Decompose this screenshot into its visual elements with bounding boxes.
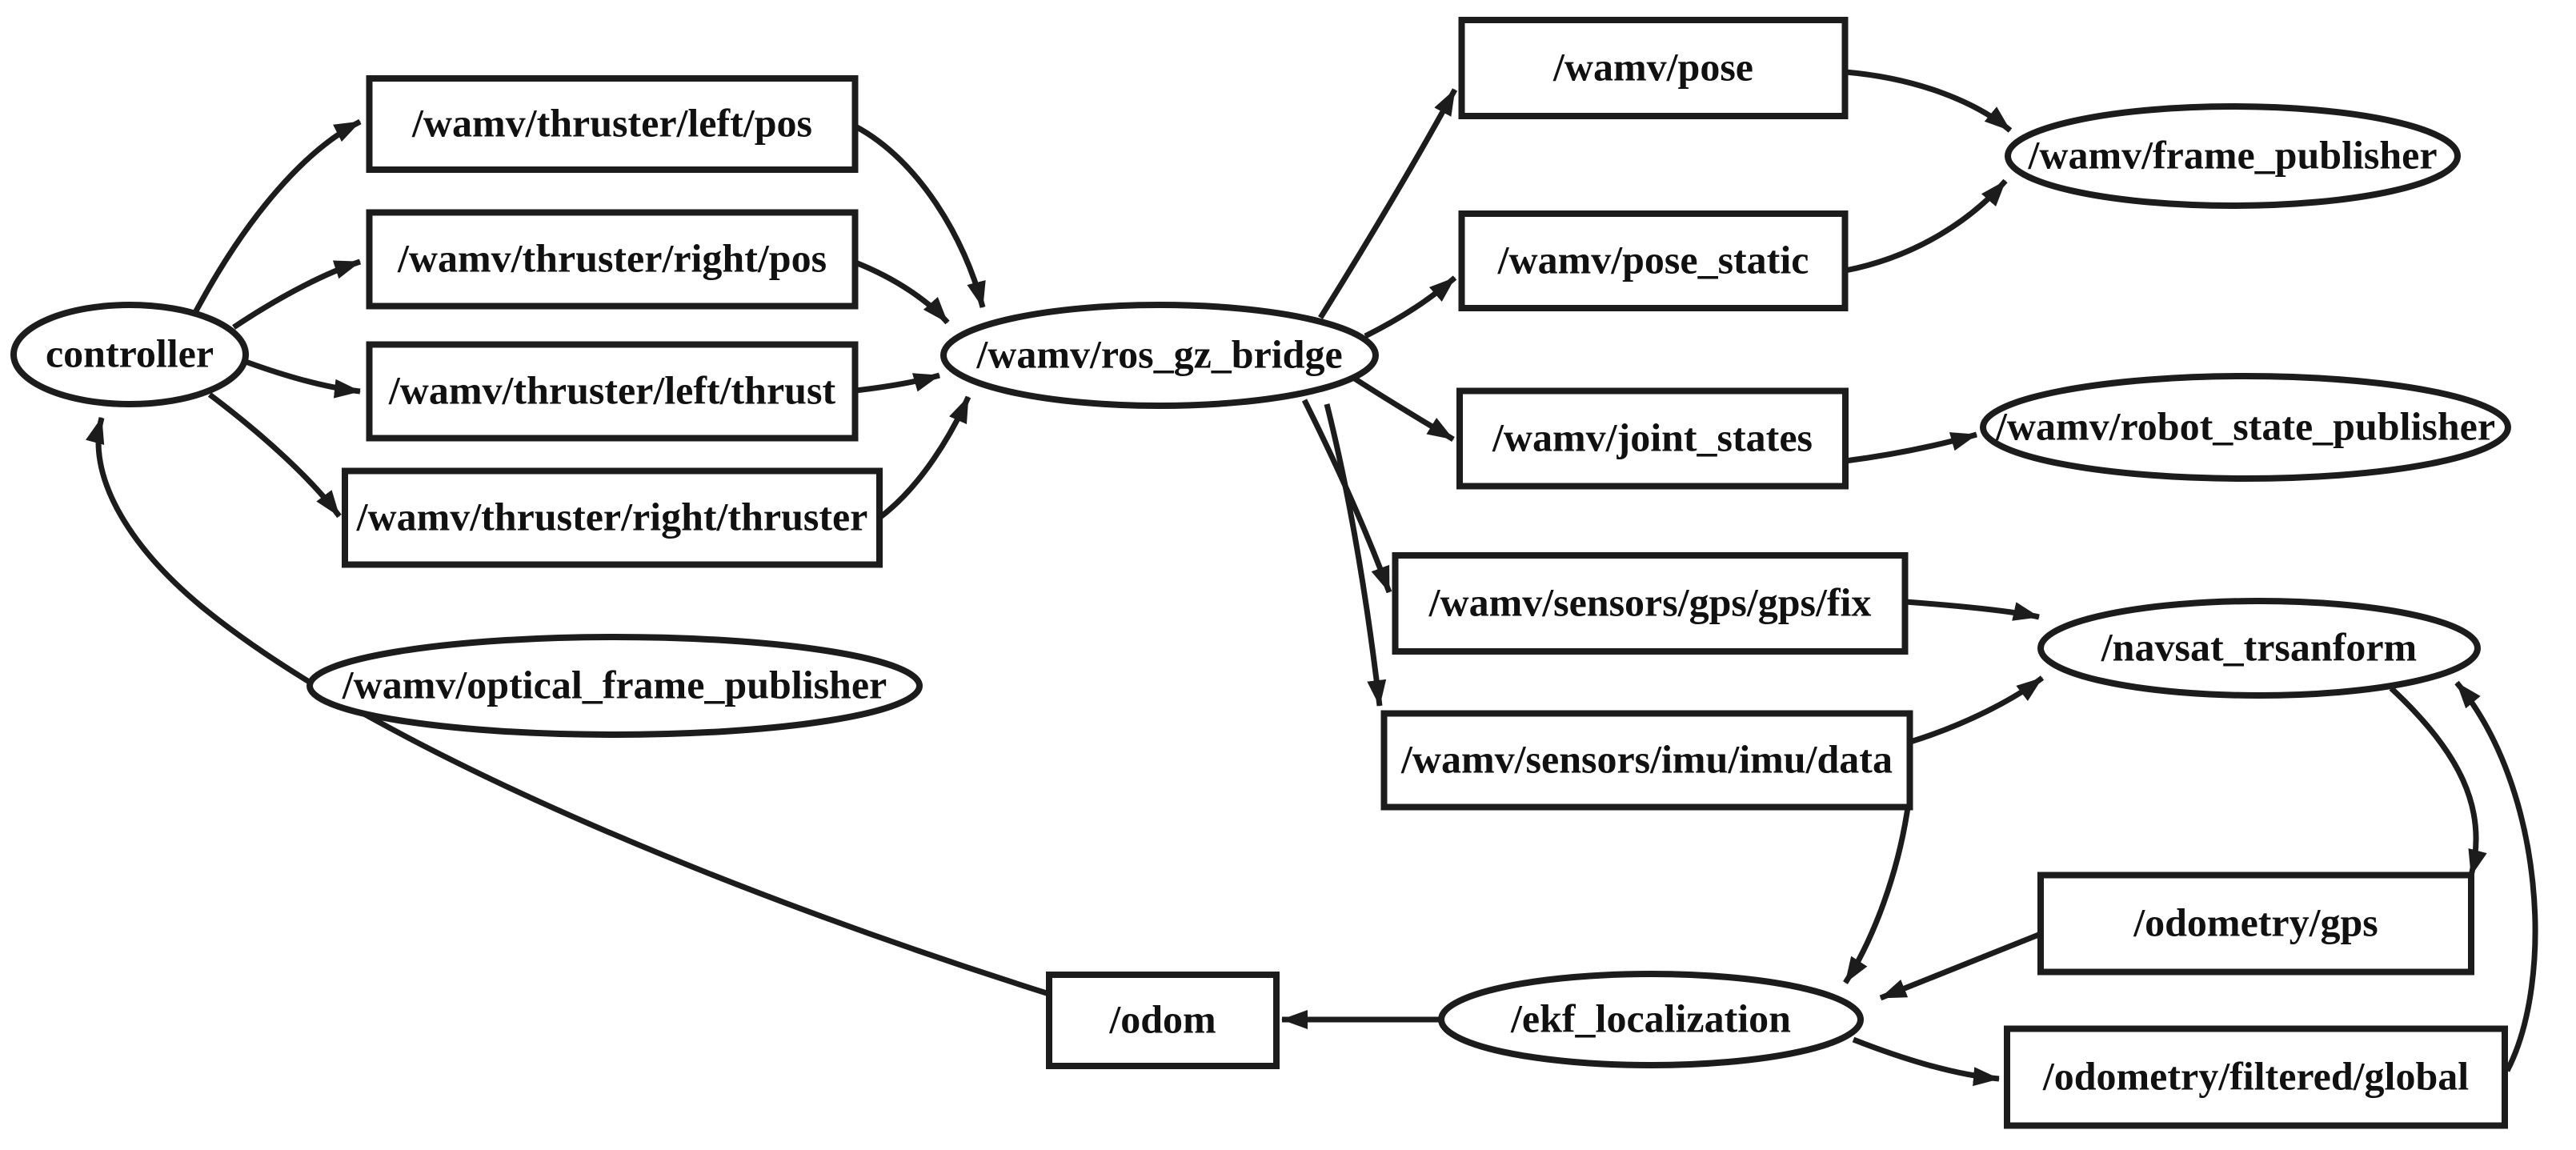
topic-box [366,341,859,442]
node-controller: controller [10,302,249,407]
node-ros-gz-bridge: /wamv/ros_gz_bridge [940,302,1379,409]
ros-node-ellipse [306,634,923,738]
topic-box [2037,872,2474,976]
node-label-odom: /odom [1108,996,1216,1041]
ros-node-ellipse [2037,598,2481,699]
node-thruster-left-thrust: /wamv/thruster/left/thrust [366,341,859,442]
node-optical-frame-publisher: /wamv/optical_frame_publisher [306,634,923,738]
node-label-thruster-right-pos: /wamv/thruster/right/pos [397,235,827,280]
ros-node-ellipse [1438,971,1864,1068]
nodes-layer: controller/wamv/thruster/left/pos/wamv/t… [10,17,2511,1129]
edge-ros-gz-bridge-to-sensors-gps-fix [1301,399,1392,594]
node-label-robot-state-publisher: /wamv/robot_state_publisher [1995,403,2495,448]
edge-navsat-trsanform-to-odometry-gps [2389,686,2487,876]
node-navsat-trsanform: /navsat_trsanform [2037,598,2481,699]
node-label-ekf-localization: /ekf_localization [1510,996,1791,1040]
node-label-sensors-gps-fix: /wamv/sensors/gps/gps/fix [1428,579,1872,624]
node-label-controller: controller [46,331,214,375]
edge-thruster-right-thruster-to-ros-gz-bridge [877,395,972,520]
node-label-thruster-left-thrust: /wamv/thruster/left/thrust [388,367,836,412]
ros-node-ellipse [2005,103,2461,209]
edge-sensors-gps-fix-to-navsat-trsanform [1905,599,2040,621]
node-thruster-right-thruster: /wamv/thruster/right/thruster [342,467,883,568]
node-label-thruster-right-thruster: /wamv/thruster/right/thruster [356,494,868,539]
edge-odometry-gps-to-ekf-localization [1879,931,2042,1001]
node-robot-state-publisher: /wamv/robot_state_publisher [1980,373,2511,482]
node-thruster-left-pos: /wamv/thruster/left/pos [366,75,859,173]
topic-box [342,467,883,568]
node-odometry-gps: /odometry/gps [2037,872,2474,976]
edge-controller-to-thruster-left-thrust [244,359,361,399]
edge-controller-to-thruster-right-thruster [207,392,342,519]
edge-joint-states-to-robot-state-publisher [1845,431,1977,464]
edge-ros-gz-bridge-to-joint-states [1349,374,1455,442]
edge-pose-to-frame-publisher [1845,69,2013,133]
node-sensors-gps-fix: /wamv/sensors/gps/gps/fix [1392,552,1909,655]
ros-node-ellipse [1980,373,2511,482]
edge-thruster-left-pos-to-ros-gz-bridge [854,123,986,308]
topic-box [366,209,859,310]
edge-odometry-filtered-global-to-navsat-trsanform [2454,680,2538,1072]
node-odometry-filtered-global: /odometry/filtered/global [2004,1025,2508,1129]
ros-node-ellipse [940,302,1379,409]
edge-controller-to-thruster-right-pos [232,258,362,330]
node-label-thruster-left-pos: /wamv/thruster/left/pos [411,100,812,145]
topic-box [366,75,859,173]
topic-box [1456,387,1849,490]
topic-box [1458,210,1849,311]
node-label-sensors-imu-data: /wamv/sensors/imu/imu/data [1400,736,1893,781]
node-joint-states: /wamv/joint_states [1456,387,1849,490]
edge-thruster-left-thrust-to-ros-gz-bridge [855,372,940,394]
node-label-pose: /wamv/pose [1552,44,1753,89]
edge-ekf-localization-to-odometry-filtered-global [1852,1036,2000,1087]
node-odom: /odom [1046,972,1280,1069]
edge-sensors-imu-data-to-navsat-trsanform [1909,675,2045,745]
node-pose: /wamv/pose [1458,17,1849,119]
edge-pose-static-to-frame-publisher [1845,178,2008,274]
edge-controller-to-thruster-left-pos [189,118,362,320]
topic-box [1458,17,1849,119]
edge-ros-gz-bridge-to-sensors-imu-data [1324,403,1387,707]
node-label-joint-states: /wamv/joint_states [1492,415,1813,459]
node-sensors-imu-data: /wamv/sensors/imu/imu/data [1380,710,1913,811]
topic-box [1392,552,1909,655]
node-label-optical-frame-publisher: /wamv/optical_frame_publisher [342,662,887,707]
node-label-odometry-gps: /odometry/gps [2133,900,2378,944]
node-label-ros-gz-bridge: /wamv/ros_gz_bridge [976,331,1342,376]
edge-thruster-right-pos-to-ros-gz-bridge [854,259,950,325]
edge-sensors-imu-data-to-ekf-localization [1843,807,1911,984]
topic-box [1380,710,1913,811]
ros-node-ellipse [10,302,249,407]
node-label-frame-publisher: /wamv/frame_publisher [2027,132,2437,177]
topic-box [2004,1025,2508,1129]
topic-box [1046,972,1280,1069]
node-pose-static: /wamv/pose_static [1458,210,1849,311]
node-frame-publisher: /wamv/frame_publisher [2005,103,2461,209]
node-label-pose-static: /wamv/pose_static [1497,237,1809,282]
node-label-odometry-filtered-global: /odometry/filtered/global [2042,1053,2469,1098]
node-label-navsat-trsanform: /navsat_trsanform [2101,624,2417,669]
node-thruster-right-pos: /wamv/thruster/right/pos [366,209,859,310]
edge-ros-gz-bridge-to-pose [1318,88,1458,319]
edge-ros-gz-bridge-to-pose-static [1364,275,1457,339]
node-ekf-localization: /ekf_localization [1438,971,1864,1068]
